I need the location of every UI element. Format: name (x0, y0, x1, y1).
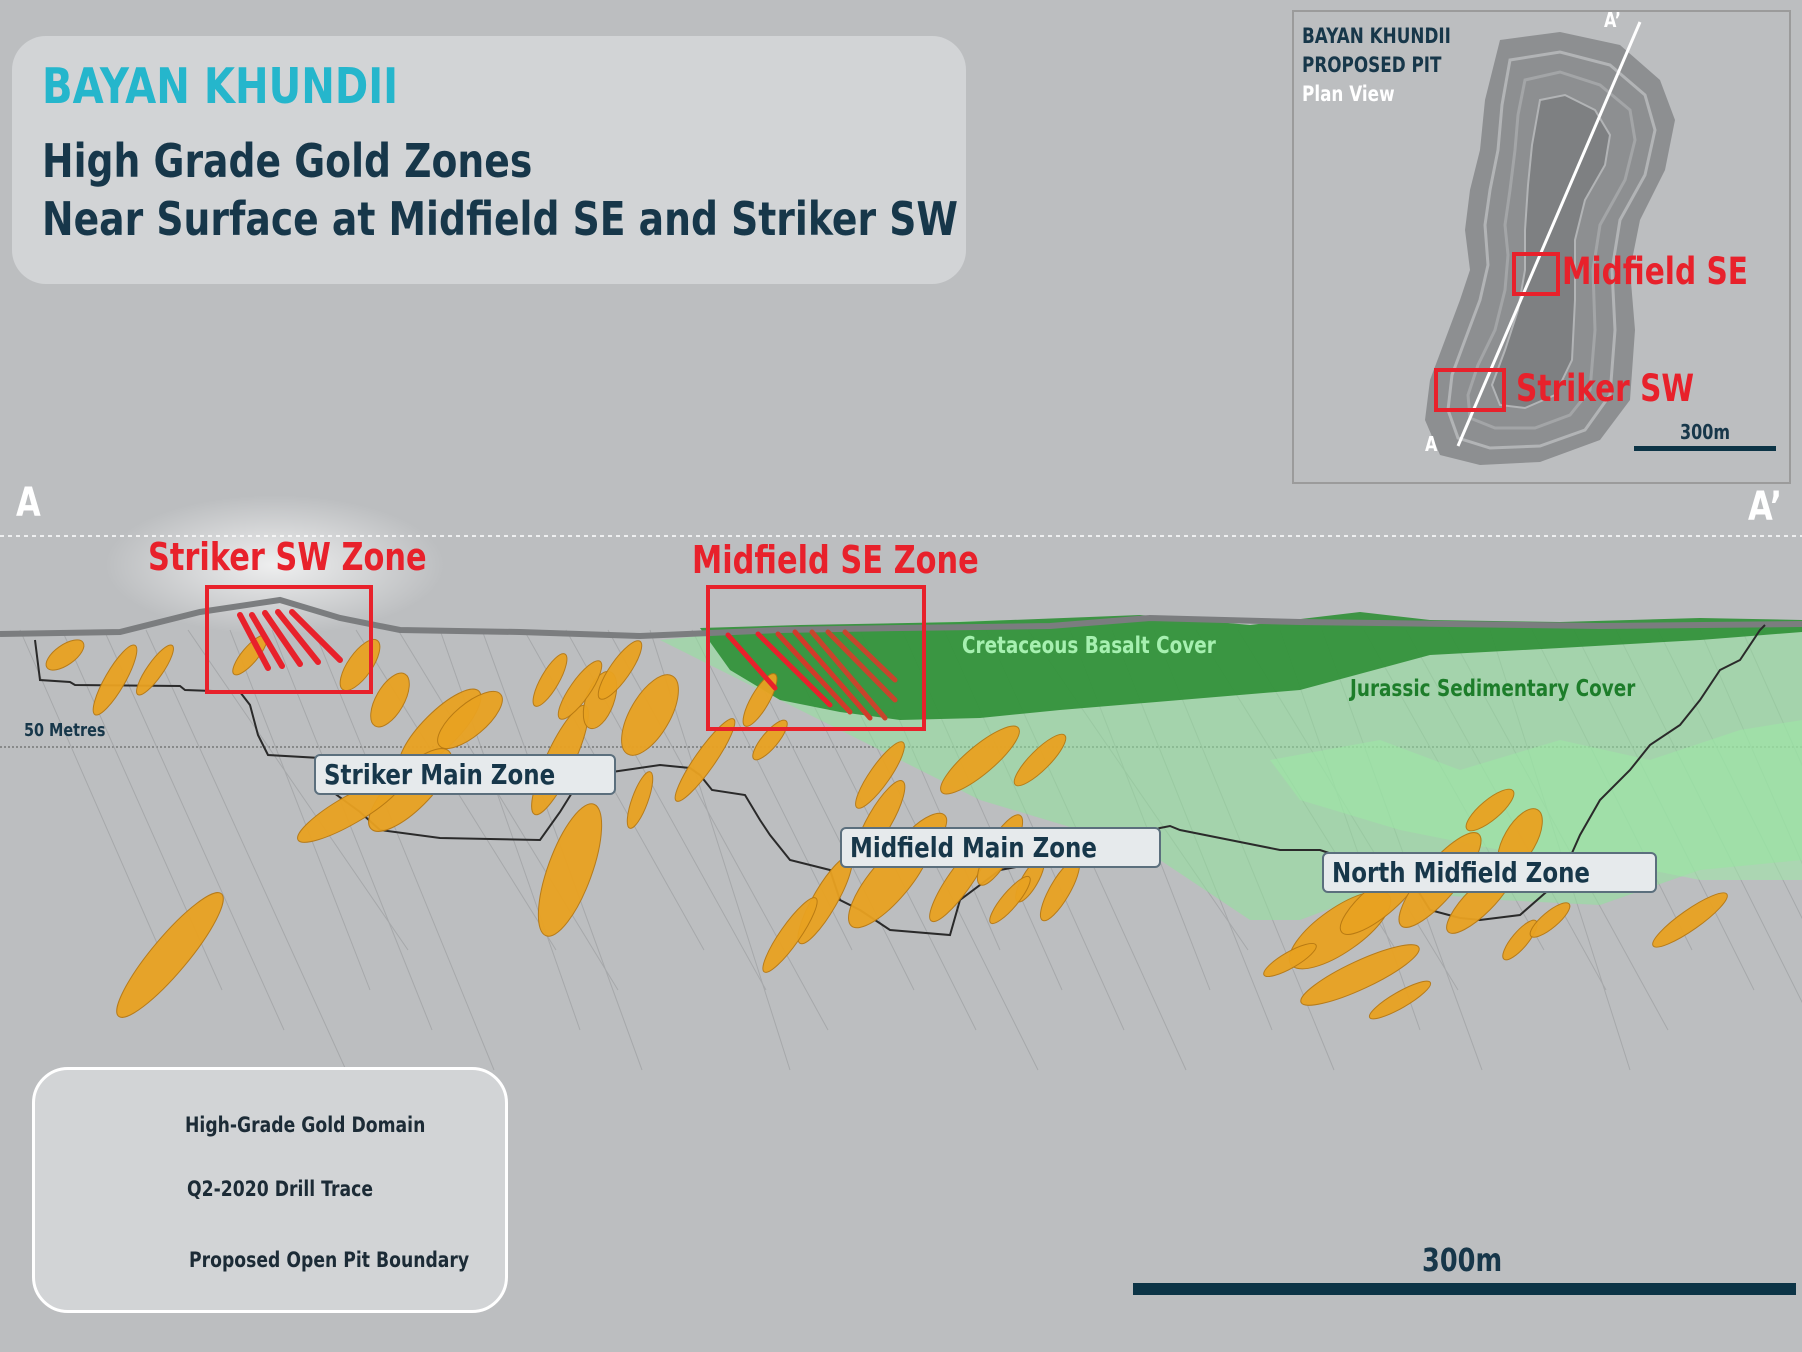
faint-drill-trace (397, 629, 619, 991)
striker-sw-glow (105, 495, 445, 635)
gold-domain-body (1529, 902, 1571, 938)
legend-item-drill-trace: Q2-2020 Drill Trace (187, 1177, 374, 1201)
section-end-a-prime: A’ (1748, 484, 1782, 530)
gold-domain-body (1502, 919, 1538, 961)
inset-scale-label: 300m (1680, 420, 1731, 444)
inset-title-2: PROPOSED PIT (1302, 53, 1442, 77)
faint-drill-trace (145, 629, 347, 1071)
inset-label-a: A (1425, 432, 1438, 456)
section-scale-bar (1133, 1283, 1796, 1295)
inset-label-a-prime: A’ (1604, 8, 1621, 32)
title-line-1: High Grade Gold Zones (42, 134, 533, 188)
title-main: BAYAN KHUNDII (42, 58, 399, 115)
striker-sw-drill-traces (237, 609, 343, 671)
title-line-2: Near Surface at Midfield SE and Striker … (42, 192, 958, 246)
basalt-cover-label: Cretaceous Basalt Cover (962, 633, 1216, 659)
midfield-main-zone-label: Midfield Main Zone (840, 827, 1162, 868)
inset-midfield-se-label: Midfield SE (1562, 250, 1748, 293)
gold-domain-body (626, 771, 654, 829)
cretaceous-basalt-cover (700, 612, 1802, 720)
gold-domain-body (1263, 942, 1317, 978)
inset-title-3: Plan View (1302, 82, 1395, 106)
section-scale-label: 300m (1422, 1241, 1503, 1279)
gold-domain-body (762, 897, 818, 973)
gold-domain-body (537, 803, 603, 937)
striker-sw-highlight-box (205, 585, 373, 694)
faint-drill-trace (439, 629, 581, 1031)
jurassic-lower-lobe (1270, 720, 1802, 880)
depth-50m-label: 50 Metres (24, 720, 106, 741)
gold-domain-body (621, 674, 679, 756)
gold-domain-body (940, 725, 1020, 795)
north-midfield-zone-label: North Midfield Zone (1322, 852, 1657, 893)
title-panel: BAYAN KHUNDII High Grade Gold Zones Near… (12, 36, 966, 284)
section-end-a: A (16, 480, 41, 526)
faint-drill-trace (187, 629, 409, 951)
gold-domain-body (45, 639, 85, 671)
inset-midfield-se-box (1512, 252, 1560, 296)
gold-domain-body (116, 892, 224, 1018)
faint-drill-trace (313, 629, 495, 1071)
faint-drill-trace (271, 629, 433, 1031)
gold-domain-body (1013, 733, 1067, 787)
legend-panel: High-Grade Gold Domain Q2-2020 Drill Tra… (32, 1067, 508, 1313)
gold-domain-body (370, 672, 410, 728)
gold-domain-body (92, 644, 138, 716)
gold-domain-body (1652, 892, 1728, 948)
gold-domain-body (1465, 788, 1515, 832)
inset-striker-sw-label: Striker SW (1516, 367, 1695, 410)
faint-drill-trace (19, 629, 161, 951)
legend-item-pit-boundary: Proposed Open Pit Boundary (189, 1248, 470, 1272)
gold-domain-body (557, 660, 603, 720)
striker-main-zone-label: Striker Main Zone (314, 754, 616, 795)
faint-drill-trace (103, 629, 285, 1031)
gold-domain-body (437, 691, 503, 749)
inset-scale-bar (1634, 446, 1776, 451)
midfield-se-highlight-box (706, 585, 926, 731)
gold-domain-body (752, 719, 788, 761)
inset-plan-view-panel: BAYAN KHUNDII PROPOSED PIT Plan View (1292, 10, 1791, 484)
midfield-se-zone-title: Midfield SE Zone (692, 538, 979, 582)
gold-domain-body (339, 638, 381, 692)
legend-item-gold-domain: High-Grade Gold Domain (185, 1113, 426, 1137)
inset-title-1: BAYAN KHUNDII (1302, 24, 1451, 48)
inset-striker-sw-box (1434, 368, 1506, 412)
gold-domain-body (674, 718, 736, 802)
gold-domain-body (532, 653, 568, 707)
striker-sw-zone-title: Striker SW Zone (148, 535, 427, 579)
gold-domain-body (855, 741, 905, 809)
gold-domain-body (1300, 944, 1420, 1006)
gold-domain-body (1368, 980, 1432, 1020)
gold-domain-body (597, 640, 643, 700)
gold-domain-body (136, 644, 174, 696)
gold-domain-body (742, 673, 778, 727)
jurassic-cover-label: Jurassic Sedimentary Cover (1350, 676, 1636, 702)
inset-pit-outline (1425, 32, 1675, 465)
inset-section-line (1456, 21, 1642, 447)
gold-domain-body (989, 875, 1031, 925)
midfield-se-drill-traces (725, 629, 898, 721)
